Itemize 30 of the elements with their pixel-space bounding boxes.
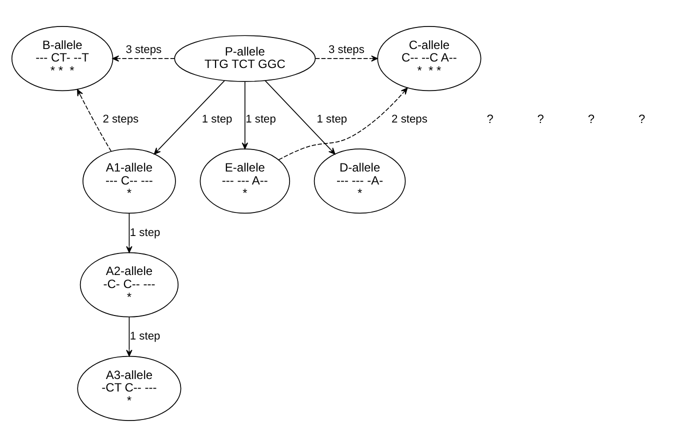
edge-label: 1 step [316,113,348,126]
arrow [278,87,408,160]
node-ellipse: P-allele TTG TCT GGC [174,34,316,82]
edge-label: 1 step [246,113,276,126]
node-ellipse: E-allele --- --- A-- * [200,148,290,214]
edge-label: 1 step [202,113,232,126]
node-ellipse: B-allele --- CT- --T * * * [11,26,114,91]
node-ellipse: C-allele C-- --C A-- * * * [377,26,482,91]
node-ellipse: A1-allele --- C-- --- * [82,148,176,214]
edge-label: 2 steps [102,113,139,126]
arrow [314,54,378,62]
arrow [242,80,248,149]
edge-label: 3 steps [126,43,162,56]
edge-label: 3 steps [328,43,364,56]
node-ellipse: A2-allele -C- C-- --- * [80,252,179,317]
node-ellipse: A3-allele -CT C-- --- * [77,355,182,420]
arrow [264,80,336,154]
label: ? [537,111,544,126]
label: ? [486,111,494,126]
arrow [154,80,225,154]
node-ellipse: D-allele --- --- -A- * [314,148,406,214]
edge-label: 1 step [130,226,160,238]
label: ? [638,111,646,126]
edge-label: 1 step [130,330,160,342]
arrow [126,212,132,252]
arrow [126,316,132,356]
arrow [112,54,175,62]
label: ? [588,111,595,126]
arrow [77,88,112,152]
edge-label: 2 steps [392,113,428,126]
